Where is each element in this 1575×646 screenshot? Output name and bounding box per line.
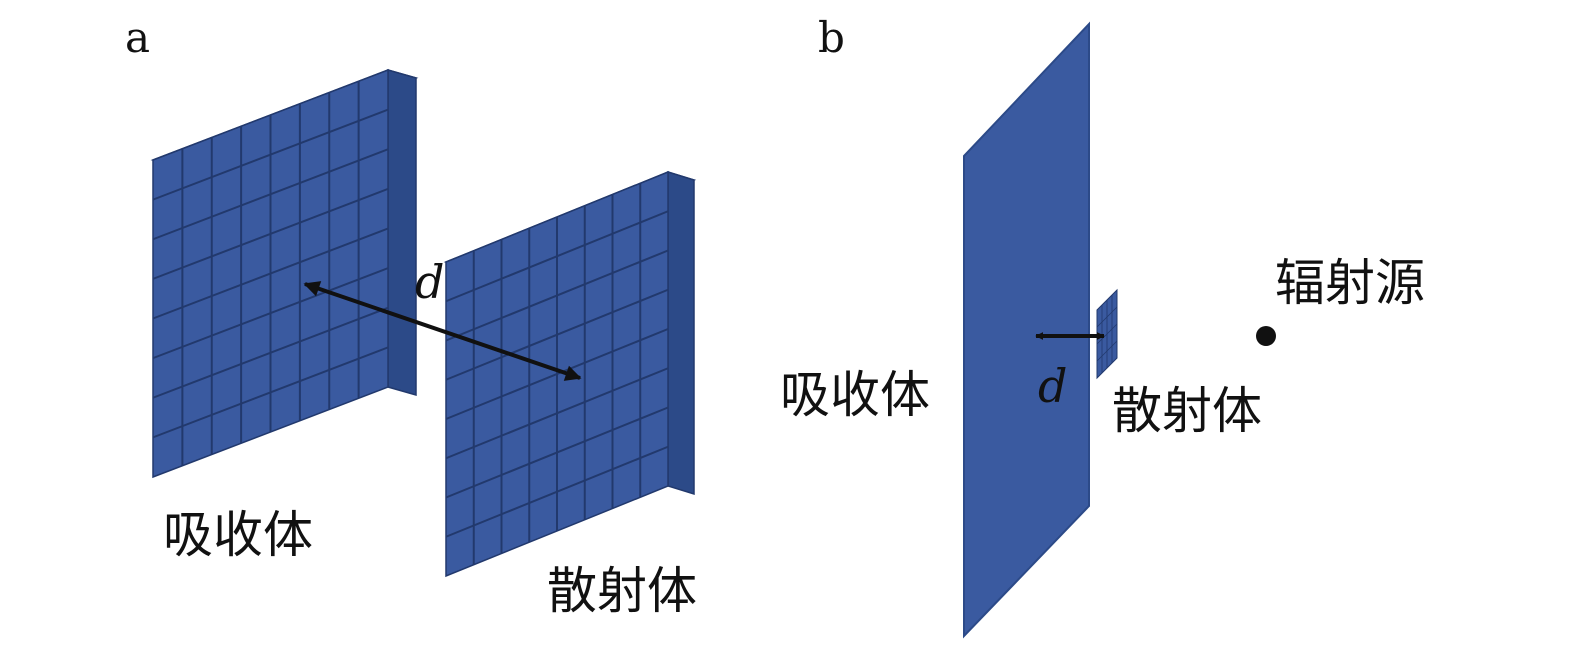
- panel-a-distance-label: d: [415, 255, 444, 309]
- panel-b-label: b: [818, 13, 845, 62]
- panel-b-source-label: 辐射源: [1275, 254, 1425, 312]
- panel-a-absorber-label: 吸收体: [163, 506, 313, 564]
- scatterer-side-face: [667, 170, 695, 496]
- panel-b: b d 吸收体 散射体 辐射源: [780, 13, 1425, 639]
- panel-b-scatterer-label: 散射体: [1112, 382, 1262, 440]
- pixel-grid-line: [445, 367, 669, 460]
- panel-a-distance-arrow: [303, 281, 582, 381]
- absorber-side-face: [387, 69, 417, 396]
- pixel-grid-line: [152, 148, 389, 241]
- panel-b-distance-label: d: [1038, 359, 1067, 413]
- panel-a: a d 吸收体 散射体: [125, 13, 697, 620]
- panel-b-scatterer-plate: [1096, 288, 1118, 380]
- pixel-grid-line: [445, 445, 669, 538]
- pixel-grid-line: [1096, 306, 1118, 328]
- pixel-grid-line: [152, 187, 389, 280]
- radiation-source-dot: [1256, 326, 1276, 346]
- pixel-grid-line: [152, 108, 389, 201]
- pixel-grid-line: [445, 406, 669, 499]
- pixel-grid-line: [152, 227, 389, 320]
- panel-a-scatterer-label: 散射体: [547, 562, 697, 620]
- panel-a-label: a: [125, 13, 150, 62]
- panel-a-absorber-array: [150, 68, 419, 479]
- panel-b-scatterer-grid: [1096, 295, 1118, 373]
- panel-b-absorber-label: 吸收体: [780, 366, 930, 424]
- pixel-grid-line: [1096, 323, 1118, 345]
- panel-b-absorber-plate: [963, 21, 1090, 639]
- pixel-grid-line: [1096, 340, 1118, 362]
